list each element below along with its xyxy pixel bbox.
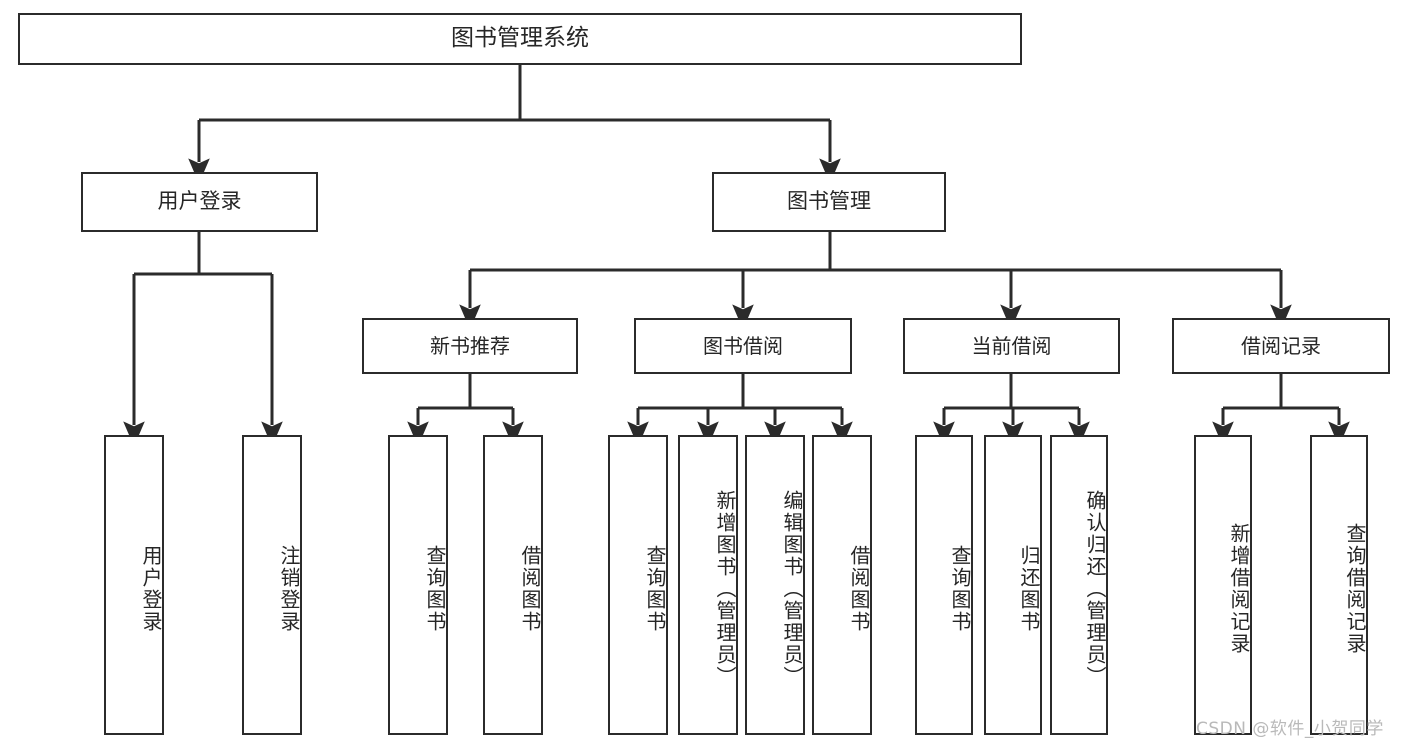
node-book-management-label: 图书管理 (787, 189, 871, 214)
node-leaf-return-book[interactable]: 归还图书 (984, 435, 1042, 735)
node-leaf-borrow-book-2-label: 借阅图书 (847, 545, 871, 633)
node-leaf-confirm-return[interactable]: 确认归还（管理员） (1050, 435, 1108, 735)
node-borrow-record-label: 借阅记录 (1241, 333, 1321, 358)
node-book-borrow-label: 图书借阅 (703, 333, 783, 358)
node-leaf-logout-label: 注销登录 (277, 545, 301, 633)
edge-group-book-management (459, 232, 1292, 330)
node-leaf-borrow-book-1-label: 借阅图书 (518, 545, 542, 633)
node-current-borrow-label: 当前借阅 (971, 333, 1052, 358)
node-leaf-add-record[interactable]: 新增借阅记录 (1194, 435, 1252, 735)
node-leaf-user-login[interactable]: 用户登录 (104, 435, 164, 735)
edge-group-user-login (123, 232, 283, 447)
edge-group-new-book-recommend (407, 374, 524, 447)
node-leaf-add-record-label: 新增借阅记录 (1227, 523, 1251, 655)
edge-group-book-borrow (627, 374, 853, 447)
node-leaf-user-login-label: 用户登录 (139, 545, 163, 633)
node-leaf-query-book-2[interactable]: 查询图书 (608, 435, 668, 735)
node-root-label: 图书管理系统 (451, 25, 589, 52)
csdn-watermark: CSDN @软件_小贺同学 (1196, 719, 1384, 739)
node-book-borrow[interactable]: 图书借阅 (634, 318, 852, 374)
node-leaf-borrow-book-1[interactable]: 借阅图书 (483, 435, 543, 735)
node-leaf-query-book-2-label: 查询图书 (643, 545, 667, 633)
edge-group-current-borrow (933, 374, 1090, 447)
node-new-book-recommend[interactable]: 新书推荐 (362, 318, 578, 374)
node-new-book-recommend-label: 新书推荐 (430, 333, 510, 358)
node-leaf-return-book-label: 归还图书 (1017, 545, 1041, 633)
node-leaf-add-book[interactable]: 新增图书（管理员） (678, 435, 738, 735)
node-root[interactable]: 图书管理系统 (18, 13, 1022, 65)
node-leaf-borrow-book-2[interactable]: 借阅图书 (812, 435, 872, 735)
node-leaf-edit-book[interactable]: 编辑图书（管理员） (745, 435, 805, 735)
node-leaf-query-book-1-label: 查询图书 (423, 545, 447, 633)
node-book-management[interactable]: 图书管理 (712, 172, 946, 232)
node-leaf-query-record-label: 查询借阅记录 (1343, 523, 1367, 655)
edge-group-root (188, 65, 841, 184)
node-leaf-add-book-label: 新增图书（管理员） (713, 490, 737, 688)
node-leaf-confirm-return-label: 确认归还（管理员） (1083, 490, 1107, 688)
node-leaf-query-book-3[interactable]: 查询图书 (915, 435, 973, 735)
node-leaf-query-book-3-label: 查询图书 (948, 545, 972, 633)
node-borrow-record[interactable]: 借阅记录 (1172, 318, 1390, 374)
node-user-login[interactable]: 用户登录 (81, 172, 318, 232)
node-user-login-label: 用户登录 (157, 189, 242, 214)
node-leaf-query-book-1[interactable]: 查询图书 (388, 435, 448, 735)
node-leaf-logout[interactable]: 注销登录 (242, 435, 302, 735)
node-leaf-query-record[interactable]: 查询借阅记录 (1310, 435, 1368, 735)
node-current-borrow[interactable]: 当前借阅 (903, 318, 1120, 374)
edge-group-borrow-record (1212, 374, 1350, 447)
node-leaf-edit-book-label: 编辑图书（管理员） (780, 490, 804, 688)
